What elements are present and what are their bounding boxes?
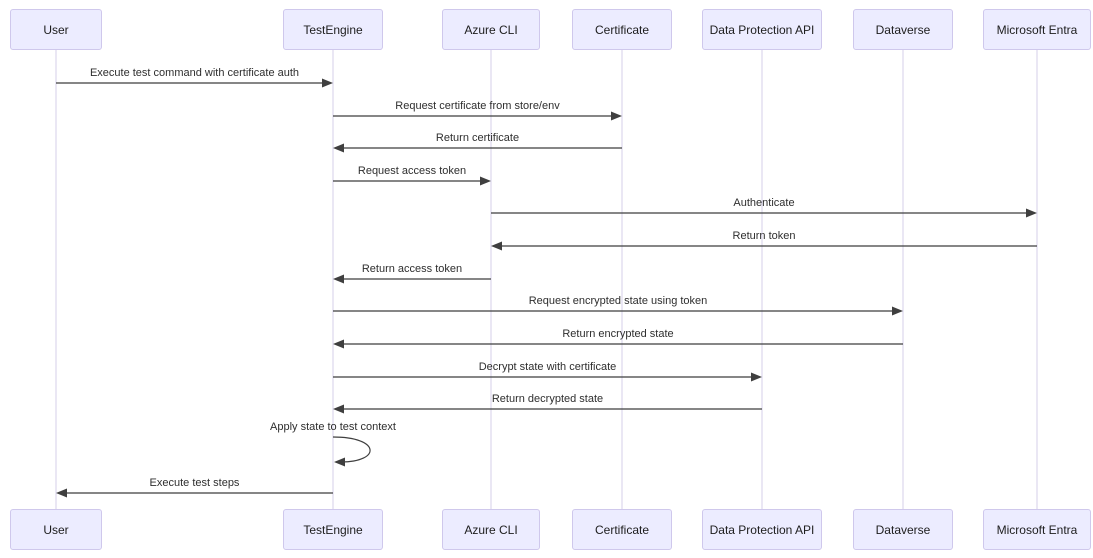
message-label-1: Request certificate from store/env	[395, 100, 560, 112]
message-label-11: Apply state to test context	[270, 421, 396, 433]
actor-top-azure-cli: Azure CLI	[442, 9, 540, 50]
actor-top-data-protection-api: Data Protection API	[702, 9, 822, 50]
actor-top-dataverse: Dataverse	[853, 9, 953, 50]
actor-label: Microsoft Entra	[996, 22, 1078, 37]
message-label-9: Decrypt state with certificate	[478, 361, 617, 373]
actor-label: Certificate	[594, 522, 650, 537]
arrowhead	[480, 176, 491, 186]
actor-bottom-microsoft-entra: Microsoft Entra	[983, 509, 1091, 550]
actor-label: Azure CLI	[464, 22, 518, 37]
message-label-5: Return token	[732, 230, 796, 242]
message-label-8: Return encrypted state	[562, 328, 674, 340]
actor-label: User	[43, 522, 69, 537]
actor-label: TestEngine	[303, 522, 363, 537]
actor-label: Data Protection API	[709, 22, 815, 37]
message-label-10: Return decrypted state	[491, 393, 604, 405]
actor-label: Microsoft Entra	[996, 522, 1078, 537]
arrowhead	[56, 488, 67, 498]
arrowhead	[892, 306, 903, 316]
arrowhead	[333, 404, 344, 414]
actor-bottom-certificate: Certificate	[572, 509, 672, 550]
actor-top-microsoft-entra: Microsoft Entra	[983, 9, 1091, 50]
arrowhead	[333, 339, 344, 349]
actor-label: User	[43, 22, 69, 37]
message-label-0: Execute test command with certificate au…	[89, 67, 300, 79]
actor-label: Azure CLI	[464, 522, 518, 537]
message-self-loop	[332, 436, 371, 463]
actor-top-user: User	[10, 9, 102, 50]
actor-bottom-testengine: TestEngine	[283, 509, 383, 550]
actor-bottom-azure-cli: Azure CLI	[442, 509, 540, 550]
message-label-4: Authenticate	[733, 197, 795, 209]
actor-label: Certificate	[594, 22, 650, 37]
arrowhead	[333, 143, 344, 153]
arrowhead	[1026, 208, 1037, 218]
arrowhead	[334, 457, 345, 467]
actor-top-certificate: Certificate	[572, 9, 672, 50]
message-label-2: Return certificate	[435, 132, 520, 144]
actor-bottom-dataverse: Dataverse	[853, 509, 953, 550]
actor-label: TestEngine	[303, 22, 363, 37]
arrowhead	[491, 241, 502, 251]
actor-top-testengine: TestEngine	[283, 9, 383, 50]
actor-bottom-data-protection-api: Data Protection API	[702, 509, 822, 550]
message-label-6: Return access token	[361, 263, 463, 275]
arrowhead	[333, 274, 344, 284]
arrowhead	[751, 372, 762, 382]
message-label-3: Request access token	[357, 165, 467, 177]
message-label-12: Execute test steps	[149, 477, 240, 489]
arrowhead	[322, 78, 333, 88]
actor-label: Dataverse	[875, 522, 931, 537]
actor-label: Data Protection API	[709, 522, 815, 537]
actor-bottom-user: User	[10, 509, 102, 550]
message-label-7: Request encrypted state using token	[528, 295, 708, 307]
actor-label: Dataverse	[875, 22, 931, 37]
arrowhead	[611, 111, 622, 121]
